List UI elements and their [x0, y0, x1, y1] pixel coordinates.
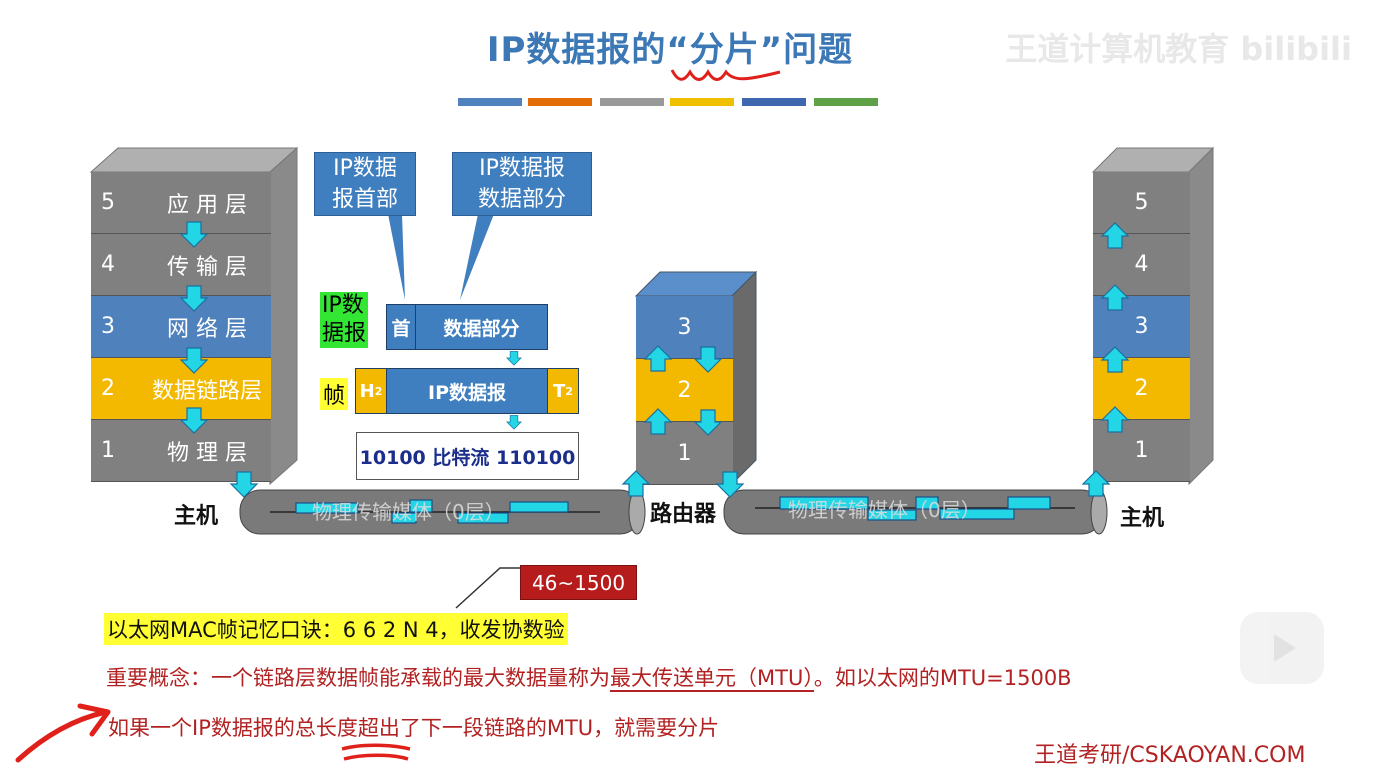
layer-number: 3 — [1134, 314, 1149, 339]
color-bar-segment — [600, 98, 664, 106]
mac-frame-mnemonic: 以太网MAC帧记忆口诀：6 6 2 N 4，收发协数验 — [104, 613, 568, 645]
mtu-concept-suffix: 。如以太网的MTU=1500B — [813, 666, 1072, 690]
layer-number: 3 — [677, 314, 692, 340]
color-bar-segment — [670, 98, 734, 106]
callout-ip-data-line2: 数据部分 — [477, 187, 566, 212]
arrow-up-2-3 — [1101, 346, 1129, 373]
arrow-datagram-to-frame — [506, 351, 522, 366]
layer-number: 2 — [1134, 376, 1149, 401]
media-right-label: 物理传输媒体（0层） — [788, 498, 981, 522]
layer-number: 1 — [1134, 438, 1149, 463]
arrow-up-into-router — [622, 470, 650, 497]
callout-ip-data-line1: IP数据报 — [479, 156, 565, 181]
layer-2: 2 数据链路层 — [91, 358, 271, 420]
arrow-up-4-5 — [1101, 222, 1129, 249]
mtu-concept: 重要概念：一个链路层数据帧能承载的最大数据量称为最大传送单元（MTU）。如以太网… — [106, 662, 1072, 692]
layer-number: 3 — [101, 314, 115, 339]
layer-3: 3 网 络 层 — [91, 296, 271, 358]
arrow-up-3-4 — [1101, 284, 1129, 311]
arrow-up-1-2 — [644, 408, 672, 435]
layer-number: 1 — [677, 440, 692, 466]
ip-datagram-tag-line1: IP数 — [322, 293, 364, 318]
callout-ip-header-line2: 报首部 — [331, 187, 398, 212]
color-bar-segment — [528, 98, 592, 106]
datagram-header-cell: 首 — [386, 304, 416, 350]
page-title: IP数据报的“分片”问题 — [486, 30, 854, 70]
bitstream-box: 10100 比特流 110100 — [356, 432, 579, 480]
rule-prefix: 如果一个IP数据报的 — [108, 716, 295, 740]
cable-bits — [295, 496, 1051, 524]
arrow-up-1-2 — [1101, 406, 1129, 433]
layer-5: 5 — [1093, 172, 1190, 234]
layer-name: 数据链路层 — [151, 378, 262, 404]
arrow-up-2-3 — [644, 345, 672, 372]
layer-name: 网 络 层 — [167, 316, 247, 342]
layer-5: 5 应 用 层 — [91, 172, 271, 234]
layer-name: 物 理 层 — [167, 440, 247, 466]
mtu-leader-line — [455, 567, 520, 609]
layer-number: 2 — [677, 377, 692, 403]
ip-datagram-tag: IP数 据报 — [320, 292, 369, 348]
datagram-data-cell: 数据部分 — [415, 304, 548, 350]
color-bar-segment — [814, 98, 878, 106]
arrow-down-to-media — [230, 471, 258, 498]
layer-number: 2 — [101, 376, 115, 401]
layer-3: 3 — [636, 296, 733, 359]
arrow-down-2-1 — [694, 409, 722, 436]
right-host-label: 主机 — [1120, 506, 1165, 531]
callout-ip-header: IP数据 报首部 — [314, 152, 416, 216]
frame-trailer-t: T — [553, 380, 566, 402]
layer-number: 5 — [101, 190, 115, 215]
layer-4: 4 传 输 层 — [91, 234, 271, 296]
arrow-down-3-2 — [694, 346, 722, 373]
red-arrow-head — [77, 703, 111, 737]
layer-name: 传 输 层 — [167, 254, 247, 280]
left-host-label: 主机 — [174, 504, 219, 529]
frame-header-h: H — [359, 380, 375, 402]
rule-emphasis: 总长度 — [294, 716, 358, 740]
callout-ip-header-line1: IP数据 — [333, 156, 397, 181]
color-bar-segment — [458, 98, 522, 106]
arrow-down-2-1 — [180, 407, 208, 434]
arrow-down-4-3 — [180, 285, 208, 312]
callout-ip-data: IP数据报 数据部分 — [452, 152, 592, 216]
mtu-concept-prefix: 重要概念：一个链路层数据帧能承载的最大数据量称为 — [106, 666, 610, 690]
layer-number: 5 — [1134, 190, 1149, 215]
layer-number: 1 — [101, 438, 115, 463]
mtu-range-box: 46~1500 — [520, 565, 637, 600]
media-left-label: 物理传输媒体（0层） — [312, 500, 505, 524]
frame-tag: 帧 — [320, 378, 349, 410]
ip-datagram-tag-line2: 据报 — [322, 321, 367, 346]
arrow-down-5-4 — [180, 221, 208, 248]
emphasis-scribble — [341, 743, 411, 761]
title-underline-scribble — [670, 69, 781, 81]
layer-number: 4 — [101, 252, 115, 277]
watermark: 王道计算机教育 bilibili — [1005, 30, 1352, 68]
color-bar-segment — [742, 98, 806, 106]
arrow-up-into-host — [1082, 470, 1110, 497]
mtu-concept-term: 最大传送单元（MTU） — [610, 666, 814, 692]
layer-number: 4 — [1134, 252, 1149, 277]
arrow-down-out-router — [716, 471, 744, 498]
arrow-down-3-2 — [180, 347, 208, 374]
fragmentation-rule: 如果一个IP数据报的总长度超出了下一段链路的MTU，就需要分片 — [108, 712, 719, 742]
frame-payload-cell: IP数据报 — [386, 368, 548, 414]
layer-name: 应 用 层 — [167, 192, 247, 218]
arrow-frame-to-bits — [506, 415, 522, 430]
rule-suffix: 超出了下一段链路的MTU，就需要分片 — [357, 716, 720, 740]
frame-header-sub: 2 — [374, 384, 383, 398]
footer-brand: 王道考研/CSKAOYAN.COM — [1034, 743, 1306, 768]
router-label: 路由器 — [650, 502, 717, 527]
play-icon[interactable] — [1240, 612, 1324, 684]
callout-data-tail — [460, 214, 494, 300]
frame-trailer-sub: 2 — [565, 384, 573, 398]
red-arrow-curve — [15, 709, 109, 763]
callout-header-tail — [388, 214, 405, 300]
